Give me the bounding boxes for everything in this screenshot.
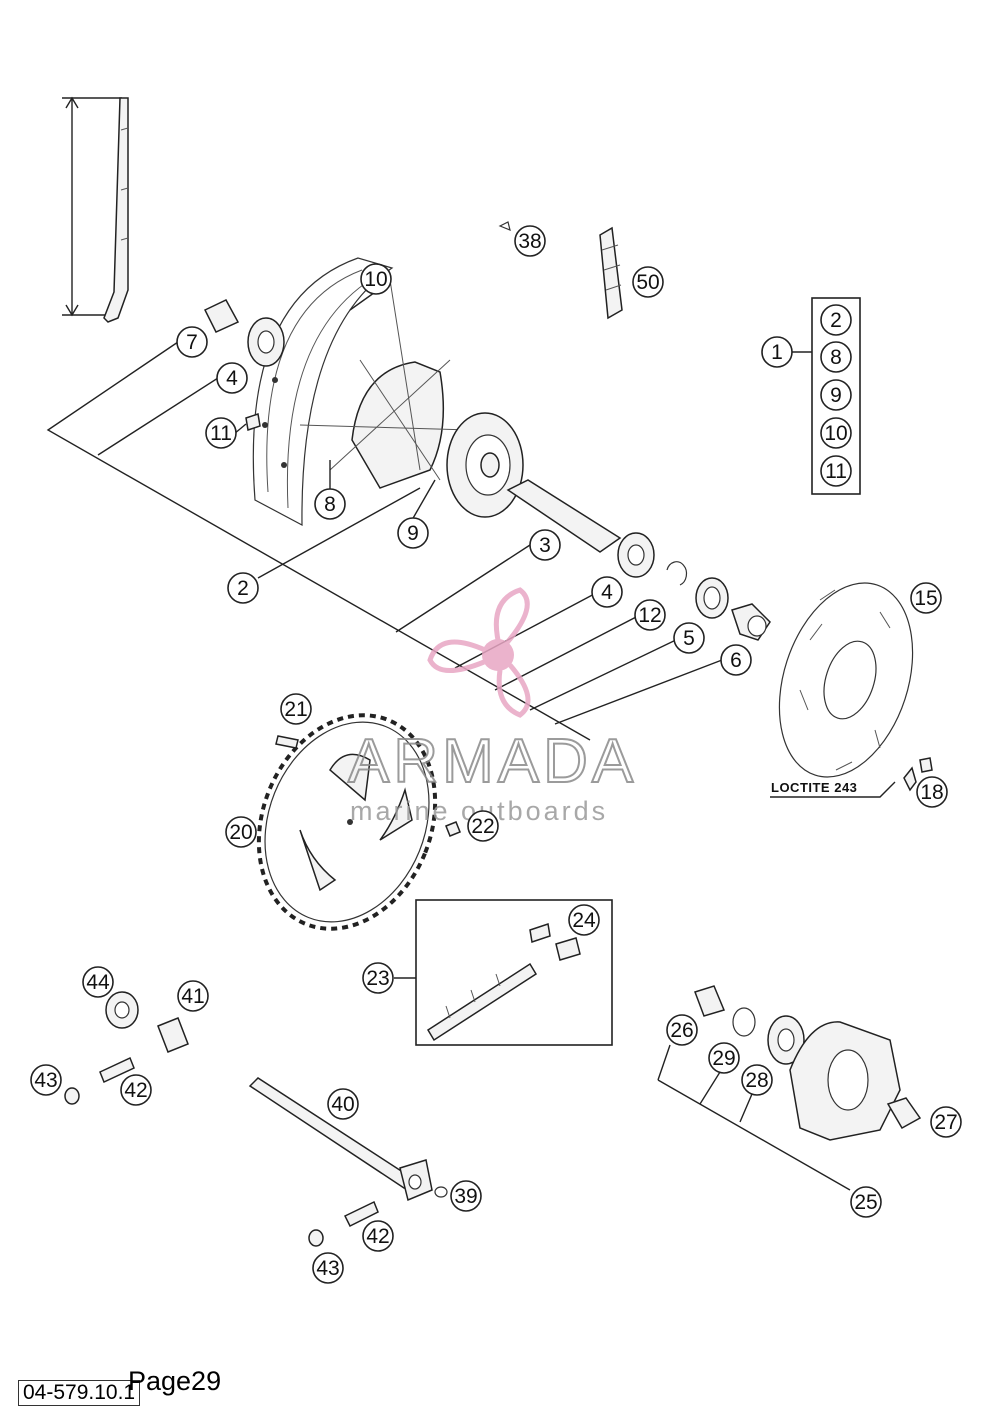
callout-label: 38 bbox=[518, 230, 541, 253]
callout: 3 bbox=[529, 529, 561, 561]
callout: 22 bbox=[467, 810, 499, 842]
watermark-brand: ARMADA bbox=[348, 727, 637, 796]
callout-label: 2 bbox=[830, 309, 842, 332]
sprocket-part bbox=[256, 713, 461, 931]
callout: 29 bbox=[708, 1042, 740, 1074]
callout: 8 bbox=[314, 488, 346, 520]
callout-label: 4 bbox=[226, 367, 238, 390]
callout: 7 bbox=[176, 326, 208, 358]
callout-label: 40 bbox=[331, 1093, 354, 1116]
bearing-part bbox=[203, 221, 771, 641]
callout-label: 26 bbox=[670, 1019, 693, 1042]
callout: 25 bbox=[850, 1186, 882, 1218]
callout: 50 bbox=[632, 266, 664, 298]
cush-hub-part bbox=[657, 985, 922, 1191]
callout-label: 42 bbox=[124, 1079, 147, 1102]
reference-code: 04-579.10.1 bbox=[18, 1380, 141, 1406]
callout: 11 bbox=[820, 455, 852, 487]
callout-label: 18 bbox=[920, 781, 943, 804]
callout: 1 bbox=[761, 336, 793, 368]
callout-label: 42 bbox=[366, 1225, 389, 1248]
callout: 5 bbox=[673, 622, 705, 654]
callout-label: 24 bbox=[572, 909, 596, 932]
callout: 24 bbox=[568, 904, 600, 936]
callout-label: 50 bbox=[636, 271, 659, 294]
callout: 40 bbox=[327, 1088, 359, 1120]
callout: 21 bbox=[280, 693, 312, 725]
callout-label: 9 bbox=[830, 384, 842, 407]
callout-label: 4 bbox=[601, 581, 613, 604]
callout-label: 1 bbox=[771, 341, 783, 364]
callout: 8 bbox=[820, 341, 852, 373]
callout: 12 bbox=[634, 599, 666, 631]
callout: 42 bbox=[120, 1074, 152, 1106]
callout-label: 22 bbox=[471, 815, 494, 838]
callout-label: 43 bbox=[316, 1257, 339, 1280]
callout-label: 44 bbox=[86, 971, 110, 994]
callout-label: 5 bbox=[683, 627, 695, 650]
callout: 18 bbox=[916, 776, 948, 808]
callout-label: 39 bbox=[454, 1185, 477, 1208]
brake-disc-part bbox=[770, 582, 933, 798]
callout-label: 8 bbox=[324, 493, 336, 516]
callout: 2 bbox=[820, 304, 852, 336]
callout: 4 bbox=[216, 362, 248, 394]
kit-contents-box bbox=[811, 297, 861, 495]
callout-label: 20 bbox=[229, 821, 252, 844]
callout-label: 2 bbox=[237, 577, 249, 600]
callout-label: 41 bbox=[181, 985, 204, 1008]
callout-label: 9 bbox=[407, 522, 419, 545]
callout: 27 bbox=[930, 1106, 962, 1138]
callout-label: 15 bbox=[914, 587, 937, 610]
axle-part bbox=[64, 991, 448, 1247]
callout-label: 6 bbox=[730, 649, 742, 672]
callout-label: 21 bbox=[284, 698, 307, 721]
callout: 26 bbox=[666, 1014, 698, 1046]
callout: 43 bbox=[30, 1064, 62, 1096]
callout-label: 11 bbox=[825, 460, 847, 483]
callout: 4 bbox=[591, 576, 623, 608]
callout-label: 23 bbox=[366, 967, 389, 990]
callout: 10 bbox=[360, 263, 392, 295]
callout: 9 bbox=[820, 379, 852, 411]
callout: 43 bbox=[312, 1252, 344, 1284]
callout: 11 bbox=[205, 417, 237, 449]
callout: 23 bbox=[362, 962, 394, 994]
callout: 28 bbox=[741, 1064, 773, 1096]
callout-label: 3 bbox=[539, 534, 551, 557]
callout-label: 29 bbox=[712, 1047, 735, 1070]
callout-label: 28 bbox=[745, 1069, 768, 1092]
callout-label: 10 bbox=[824, 422, 847, 445]
callout: 9 bbox=[397, 517, 429, 549]
spoke-part bbox=[62, 96, 129, 323]
callout-label: 11 bbox=[210, 422, 232, 445]
callout-label: 27 bbox=[934, 1111, 957, 1134]
callout: 20 bbox=[225, 816, 257, 848]
callout: 44 bbox=[82, 966, 114, 998]
callout: 15 bbox=[910, 582, 942, 614]
callout-label: 10 bbox=[364, 268, 387, 291]
chain-part bbox=[394, 899, 613, 1046]
callout-label: 8 bbox=[830, 346, 842, 369]
callout: 42 bbox=[362, 1220, 394, 1252]
page-label: Page29 bbox=[128, 1366, 222, 1396]
callout: 41 bbox=[177, 980, 209, 1012]
leader-lines bbox=[46, 289, 723, 741]
callout: 38 bbox=[514, 225, 546, 257]
propeller-icon bbox=[427, 587, 531, 718]
rim-part bbox=[252, 257, 394, 527]
watermark-logo: ARMADA marine outboards bbox=[347, 587, 637, 826]
callout-label: 12 bbox=[638, 604, 661, 627]
callout: 6 bbox=[720, 644, 752, 676]
callout-label: 25 bbox=[854, 1191, 877, 1214]
callout-label: 43 bbox=[34, 1069, 57, 1092]
rear-hub-part bbox=[299, 279, 524, 518]
callout-label: 7 bbox=[186, 331, 198, 354]
callout: 10 bbox=[820, 417, 852, 449]
callout: 39 bbox=[450, 1180, 482, 1212]
callout: 2 bbox=[227, 572, 259, 604]
loctite-note: LOCTITE 243 bbox=[771, 780, 857, 795]
